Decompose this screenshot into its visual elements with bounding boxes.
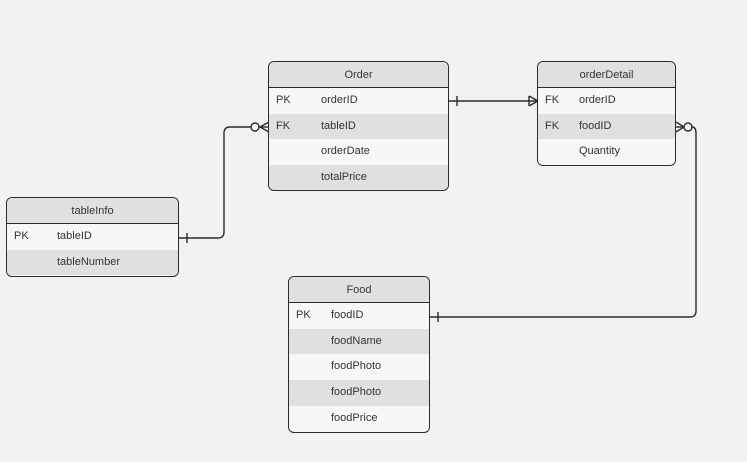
field-row[interactable]: tableNumber bbox=[7, 249, 178, 276]
field-row[interactable]: FK orderID bbox=[538, 88, 675, 114]
field-name: tableNumber bbox=[57, 255, 120, 268]
key-label: PK bbox=[296, 309, 311, 321]
field-name: totalPrice bbox=[321, 171, 367, 184]
field-name: foodID bbox=[579, 119, 612, 132]
crowfoot-marker bbox=[259, 121, 270, 128]
key-label: PK bbox=[276, 94, 291, 106]
field-row[interactable]: totalPrice bbox=[269, 165, 448, 190]
field-row[interactable]: orderDate bbox=[269, 139, 448, 166]
field-name: orderDate bbox=[321, 145, 370, 158]
crowfoot-marker bbox=[675, 126, 685, 133]
entity-title: Order bbox=[269, 62, 448, 88]
field-row[interactable]: foodPhoto bbox=[289, 380, 429, 406]
entity-tableinfo[interactable]: tableInfo PK tableID tableNumber bbox=[6, 197, 179, 277]
entity-fields: PK foodID foodName foodPhoto foodPhoto f… bbox=[289, 303, 429, 432]
field-name: tableID bbox=[321, 119, 356, 132]
entity-fields: FK orderID FK foodID Quantity bbox=[538, 88, 675, 165]
field-row[interactable]: PK tableID bbox=[7, 224, 178, 250]
field-row[interactable]: PK orderID bbox=[269, 88, 448, 114]
field-row[interactable]: FK tableID bbox=[269, 113, 448, 140]
field-name: foodPhoto bbox=[331, 386, 382, 399]
entity-food[interactable]: Food PK foodID foodName foodPhoto foodPh… bbox=[288, 276, 430, 433]
entity-fields: PK tableID tableNumber bbox=[7, 224, 178, 276]
field-name: Quantity bbox=[579, 145, 620, 158]
field-row[interactable]: foodPrice bbox=[289, 405, 429, 432]
relationship-order-orderdetail bbox=[449, 95, 539, 107]
crowfoot-marker bbox=[528, 100, 539, 107]
relationship-food-orderdetail bbox=[429, 121, 697, 322]
field-name: foodID bbox=[331, 309, 364, 321]
field-name: orderID bbox=[579, 94, 616, 106]
field-name: tableID bbox=[57, 230, 92, 242]
key-label: PK bbox=[14, 230, 29, 242]
connector-line bbox=[429, 126, 697, 318]
field-name: foodPrice bbox=[331, 411, 378, 424]
field-row[interactable]: FK foodID bbox=[538, 113, 675, 140]
field-name: orderID bbox=[321, 94, 358, 106]
field-row[interactable]: PK foodID bbox=[289, 303, 429, 329]
entity-order[interactable]: Order PK orderID FK tableID orderDate to… bbox=[268, 61, 449, 191]
entity-orderdetail[interactable]: orderDetail FK orderID FK foodID Quantit… bbox=[537, 61, 676, 166]
key-label: FK bbox=[276, 119, 291, 132]
entity-fields: PK orderID FK tableID orderDate totalPri… bbox=[269, 88, 448, 190]
field-row[interactable]: Quantity bbox=[538, 139, 675, 165]
field-name: foodName bbox=[331, 334, 382, 347]
key-label: FK bbox=[545, 94, 560, 106]
entity-title: tableInfo bbox=[7, 198, 178, 224]
connector-line bbox=[178, 126, 251, 239]
crowfoot-marker bbox=[259, 126, 270, 133]
crowfoot-marker bbox=[675, 121, 685, 128]
relationship-tableinfo-order bbox=[178, 121, 270, 243]
field-row[interactable]: foodPhoto bbox=[289, 354, 429, 381]
zero-marker bbox=[683, 122, 693, 132]
entity-title: Food bbox=[289, 277, 429, 303]
field-row[interactable]: foodName bbox=[289, 328, 429, 355]
crowfoot-marker bbox=[528, 95, 539, 102]
field-name: foodPhoto bbox=[331, 360, 382, 373]
entity-title: orderDetail bbox=[538, 62, 675, 88]
key-label: FK bbox=[545, 119, 560, 132]
zero-marker bbox=[250, 122, 260, 132]
